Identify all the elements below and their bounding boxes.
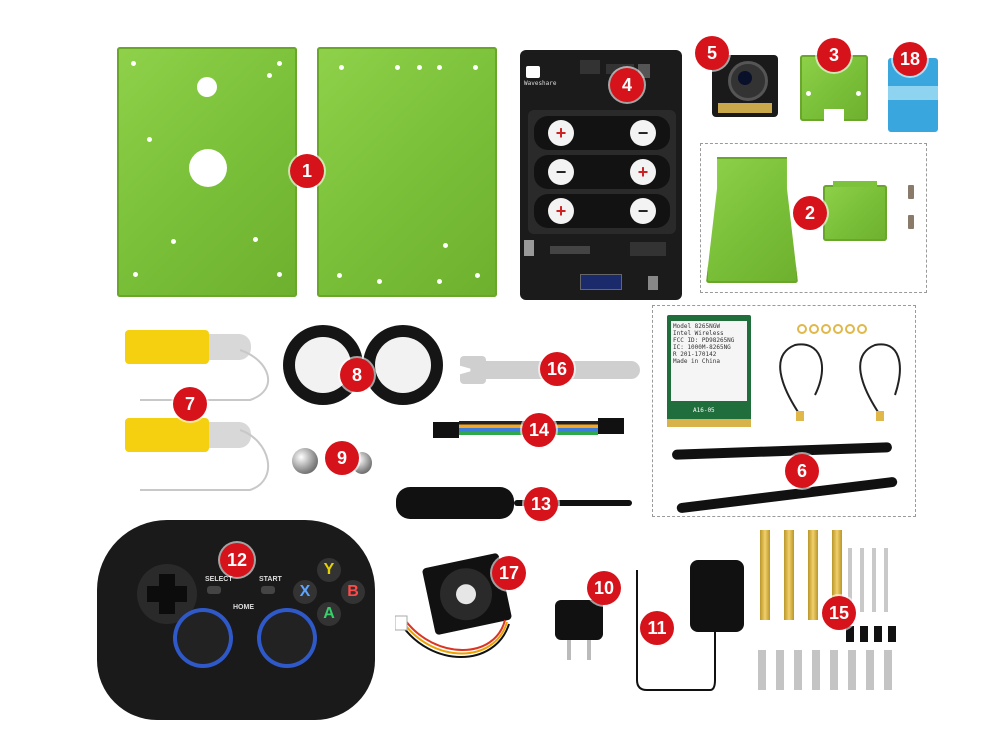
wifi-card: Model 8265NGW Intel Wireless FCC ID: PD9… [667, 315, 751, 427]
screwdriver-shaft [514, 500, 632, 506]
face-button-y: Y [317, 558, 341, 582]
badge-18: 18 [893, 42, 927, 76]
face-button-x: X [293, 580, 317, 604]
badge-5: 5 [695, 36, 729, 70]
right-stick [261, 612, 313, 664]
gear-motor [125, 330, 251, 364]
badge-9: 9 [325, 441, 359, 475]
adapter-prong [567, 640, 571, 660]
power-cable [636, 570, 716, 691]
wifi-card-label: Model 8265NGW Intel Wireless FCC ID: PD9… [671, 321, 747, 401]
badge-4: 4 [610, 68, 644, 102]
caster-ball [292, 448, 318, 474]
wheel [363, 325, 443, 405]
plate-hole-large [189, 149, 227, 187]
badge-1: 1 [290, 154, 324, 188]
adapter-prong [587, 640, 591, 660]
camera-bracket [800, 55, 868, 121]
badge-16: 16 [540, 352, 574, 386]
badge-13: 13 [524, 487, 558, 521]
standoff-set [760, 530, 860, 640]
start-button [261, 586, 275, 594]
badge-8: 8 [340, 358, 374, 392]
badge-10: 10 [587, 571, 621, 605]
plug-adapter [555, 600, 603, 640]
small-screws [758, 650, 898, 690]
lcd-holder-plate [706, 157, 798, 283]
fan-cable [395, 615, 510, 658]
polarity-mark: − [630, 120, 656, 146]
board-brand: Waveshare [524, 80, 557, 87]
screwdriver-handle [396, 487, 514, 519]
jumper-cable-connector [598, 418, 624, 434]
antenna-pigtails [779, 324, 901, 421]
waveshare-logo [526, 66, 540, 78]
select-label: SELECT [205, 576, 233, 583]
badge-2: 2 [793, 196, 827, 230]
badge-17: 17 [492, 556, 526, 590]
face-button-b: B [341, 580, 365, 604]
jumper-cable-connector [433, 422, 459, 438]
polarity-mark: − [630, 198, 656, 224]
wifi-card-footer: A16-05 [693, 407, 715, 414]
small-bracket [823, 181, 887, 241]
home-label: HOME [233, 604, 254, 611]
badge-7: 7 [173, 387, 207, 421]
plate-hole-small [197, 77, 217, 97]
polarity-mark: − [548, 159, 574, 185]
polarity-mark: + [630, 159, 656, 185]
polarity-mark: + [548, 120, 574, 146]
wrench-head [460, 356, 486, 384]
motor-wires [140, 349, 270, 491]
long-screw-set [848, 548, 898, 618]
group-box-6 [652, 305, 916, 517]
face-button-a: A [317, 602, 341, 626]
chassis-plate-right [317, 47, 497, 297]
standoff [908, 215, 914, 229]
power-adapter [690, 560, 744, 632]
badge-11: 11 [640, 611, 674, 645]
black-screws [846, 626, 898, 642]
battery-holder: + − − + + − [528, 110, 676, 234]
badge-14: 14 [522, 413, 556, 447]
start-label: START [259, 576, 282, 583]
chassis-plate-left [117, 47, 297, 297]
group-box-2 [700, 143, 927, 293]
badge-12: 12 [220, 543, 254, 577]
standoff [908, 185, 914, 199]
wheel [283, 325, 363, 405]
camera-module [712, 55, 778, 117]
badge-6: 6 [785, 454, 819, 488]
gear-motor [125, 418, 251, 452]
select-button [207, 586, 221, 594]
oled-display [580, 274, 622, 290]
expansion-board: Waveshare + − − + + − [520, 50, 682, 300]
badge-15: 15 [822, 596, 856, 630]
polarity-mark: + [548, 198, 574, 224]
badge-3: 3 [817, 38, 851, 72]
left-stick [177, 612, 229, 664]
